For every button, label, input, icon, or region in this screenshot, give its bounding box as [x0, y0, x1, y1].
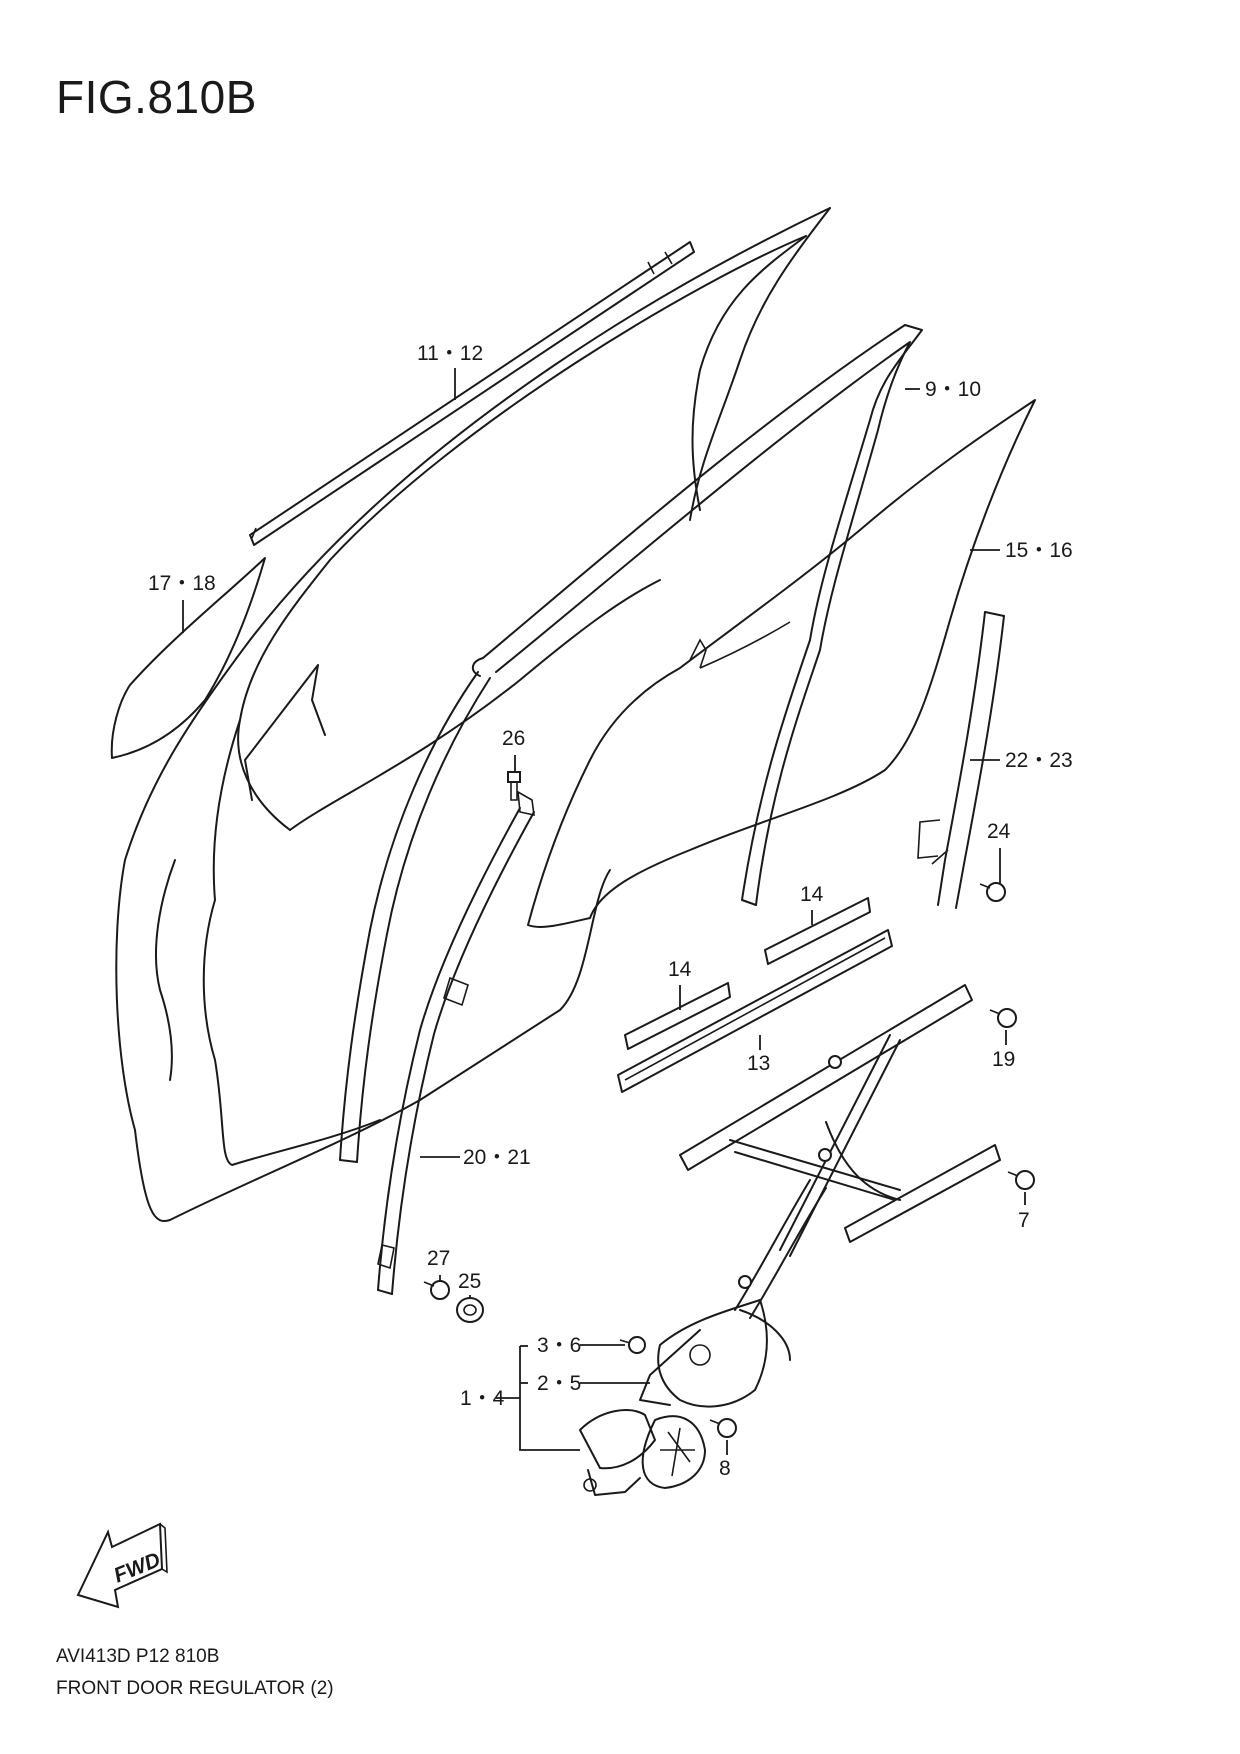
callout-1-4: 1・4: [460, 1387, 505, 1410]
callout-25: 25: [458, 1270, 481, 1293]
bolt-26: [507, 771, 521, 801]
figure-caption: FRONT DOOR REGULATOR (2): [56, 1678, 334, 1699]
rear-sash-guide: [917, 611, 1005, 909]
callout-3-6: 3・6: [537, 1334, 581, 1357]
callout-14-upper: 14: [800, 883, 824, 906]
callout-15-16: 15・16: [1005, 539, 1073, 562]
callout-20-21: 20・21: [463, 1146, 531, 1169]
callout-27: 27: [427, 1247, 450, 1270]
callout-24: 24: [987, 820, 1011, 843]
door-window-glass: [527, 399, 1036, 928]
bolt-27: [423, 1280, 450, 1300]
bolt-8: [709, 1418, 737, 1438]
glass-bottom-channel: [617, 929, 893, 1093]
front-sash-guide: [339, 671, 491, 1163]
callout-8: 8: [719, 1457, 731, 1480]
glass-channel-strip-upper: [764, 897, 871, 965]
grommet-25: [456, 1297, 484, 1323]
callout-11-12: 11・12: [417, 342, 483, 365]
quarter-window-glass: [110, 557, 266, 759]
figure-title: FIG.810B: [56, 71, 257, 123]
callout-9-10: 9・10: [925, 378, 981, 401]
callout-14-lower: 14: [668, 958, 692, 981]
callout-17-18: 17・18: [148, 572, 216, 595]
callout-2-5: 2・5: [537, 1372, 581, 1395]
figure-code: AVI413D P12 810B: [56, 1646, 220, 1667]
callout-19: 19: [992, 1048, 1015, 1071]
bolt-19: [989, 1008, 1017, 1028]
bolt-3-6: [619, 1336, 646, 1354]
leader-lines: [182, 368, 1026, 1455]
bolt-24: [979, 882, 1006, 902]
lower-guide-rail: [377, 790, 535, 1295]
glass-channel-strip-lower: [624, 982, 731, 1050]
bolt-7: [1007, 1170, 1035, 1190]
door-panel: [115, 207, 831, 1222]
window-regulator-assembly: [579, 984, 1001, 1496]
belt-weatherstrip-outer: [249, 241, 695, 546]
callout-13: 13: [747, 1052, 770, 1075]
callout-22-23: 22・23: [1005, 749, 1073, 772]
door-sash-channel: [471, 324, 923, 906]
callout-26: 26: [502, 727, 525, 750]
callout-7: 7: [1018, 1209, 1030, 1232]
fwd-arrow-icon: FWD: [76, 1522, 168, 1609]
